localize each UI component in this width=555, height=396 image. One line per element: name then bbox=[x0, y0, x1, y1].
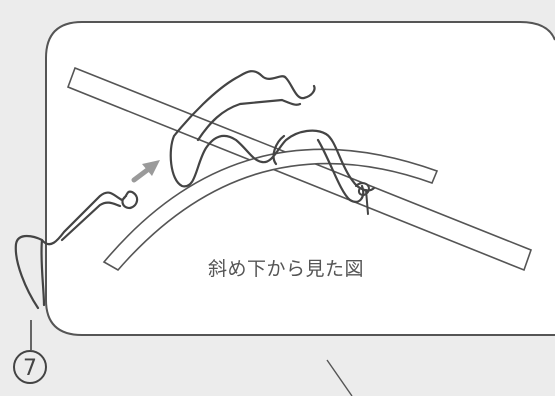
diagram-caption: 斜め下から見た図 bbox=[208, 258, 365, 280]
bottom-leader-line bbox=[326, 359, 353, 396]
direction-arrow-head bbox=[142, 160, 160, 176]
curved-rail bbox=[102, 148, 439, 272]
main-wire bbox=[169, 70, 376, 203]
step-number-badge: 7 bbox=[13, 350, 47, 384]
left-wire bbox=[14, 190, 139, 310]
rod bbox=[66, 66, 533, 272]
wire-knot bbox=[355, 182, 370, 215]
